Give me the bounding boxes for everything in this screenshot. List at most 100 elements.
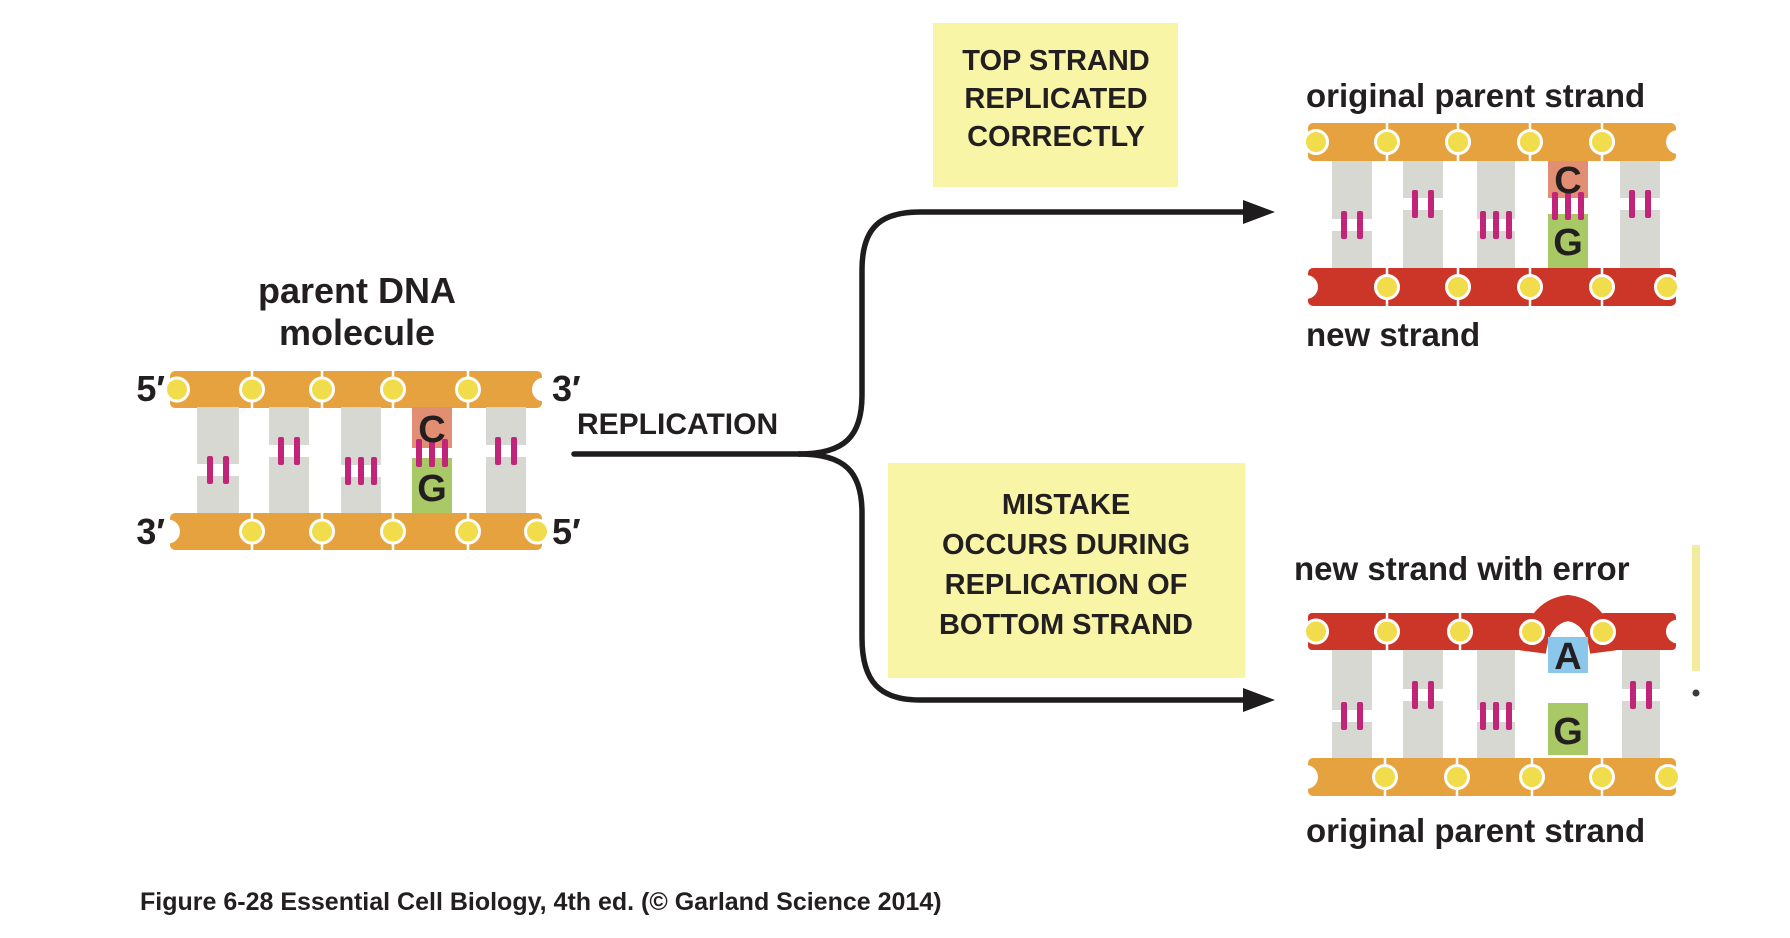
- phosphate-dot: [1589, 274, 1615, 300]
- base-letter-g: G: [1553, 711, 1583, 753]
- base-pair-top: [1332, 650, 1372, 710]
- phosphate-dot: [1374, 274, 1400, 300]
- callout-box: [933, 23, 1178, 187]
- phosphate-dot: [309, 518, 335, 545]
- hydrogen-bonds: [1480, 702, 1512, 730]
- phosphate-dot: [1654, 274, 1680, 300]
- replication-label: REPLICATION: [577, 408, 778, 441]
- callout-line: MISTAKE: [1002, 489, 1130, 521]
- strand-backbone: [1308, 613, 1536, 650]
- callout-line: OCCURS DURING: [942, 529, 1190, 561]
- base-pair-top: [197, 407, 239, 464]
- strand-backbone: [1308, 123, 1676, 161]
- backbone-notch: [532, 377, 556, 402]
- callout-line: CORRECTLY: [967, 121, 1145, 153]
- arrowhead-top: [1243, 200, 1275, 224]
- phosphate-dot: [309, 376, 335, 403]
- phosphate-dot: [1655, 764, 1681, 790]
- base-letter-g: G: [1553, 222, 1583, 264]
- base-letter-c: C: [1554, 160, 1581, 202]
- base-g: [1548, 703, 1588, 755]
- base-c: [1548, 161, 1588, 198]
- callout-line: TOP STRAND: [962, 45, 1149, 77]
- arrow-to-correct-copy: [796, 209, 1249, 457]
- phosphate-dot: [239, 376, 265, 403]
- phosphate-dot: [1444, 764, 1470, 790]
- base-letter-g: G: [417, 468, 447, 510]
- correct-new-strand: [1294, 268, 1680, 306]
- parent-base-pairs: C G: [197, 407, 526, 513]
- base-pair-bottom: [1403, 701, 1443, 758]
- parent-molecule: parent DNA molecule: [136, 270, 580, 552]
- phosphate-dot: [1445, 274, 1471, 300]
- base-pair-bottom: [1403, 210, 1443, 268]
- base-pair-top: [1620, 161, 1660, 198]
- callout-line: REPLICATED: [964, 83, 1147, 115]
- base-pair-top: [1403, 161, 1443, 198]
- cropped-callout-edge: [1692, 545, 1700, 671]
- phosphate-dot: [1447, 618, 1473, 645]
- phosphate-dot: [1590, 619, 1616, 645]
- phosphate-dot: [1303, 129, 1329, 155]
- correct-parent-strand: [1303, 123, 1690, 161]
- phosphate-dot: [1519, 764, 1545, 790]
- phosphate-dot: [164, 376, 190, 403]
- base-pair-bottom: [1332, 722, 1372, 758]
- base-pair-top: [269, 407, 309, 445]
- callout-line: REPLICATION OF: [945, 569, 1188, 601]
- original-parent-strand-label: original parent strand: [1306, 77, 1645, 114]
- base-pair-top: [486, 407, 526, 445]
- callout-line: BOTTOM STRAND: [939, 609, 1193, 641]
- base-pair-bottom: [486, 457, 526, 513]
- base-a-mismatch: [1548, 637, 1588, 673]
- phosphate-dot: [1445, 129, 1471, 155]
- correct-base-pairs: C G: [1332, 160, 1660, 268]
- backbone-notch: [1294, 765, 1318, 789]
- base-pair-top: [1622, 650, 1660, 689]
- base-pair-top: [1332, 161, 1372, 219]
- phosphate-dot: [380, 518, 406, 545]
- phosphate-dot: [455, 518, 481, 545]
- label-3-prime-bottom-left: 3′: [136, 511, 165, 552]
- strand-backbone: [170, 513, 542, 550]
- parent-bottom-strand: [156, 513, 550, 550]
- bottom-callout: MISTAKE OCCURS DURING REPLICATION OF BOT…: [888, 463, 1245, 678]
- hydrogen-bonds: [1480, 211, 1512, 239]
- base-letter-c: C: [418, 409, 445, 451]
- base-g: [412, 458, 452, 513]
- callout-box: [888, 463, 1245, 678]
- base-pair-bottom: [1622, 701, 1660, 758]
- strand-backbone: [1308, 268, 1676, 306]
- base-pair-top: [1477, 650, 1515, 710]
- base-g: [1548, 214, 1588, 268]
- phosphate-dot: [1372, 764, 1398, 790]
- phosphate-dot: [1303, 618, 1329, 645]
- backbone-notch: [1666, 619, 1690, 644]
- original-parent-strand-label: original parent strand: [1306, 812, 1645, 849]
- hydrogen-bonds: [345, 457, 377, 485]
- error-parent-strand: [1294, 758, 1681, 796]
- phosphate-dot: [239, 518, 265, 545]
- label-5-prime-top-left: 5′: [136, 368, 165, 409]
- base-pair-bottom: [197, 476, 239, 513]
- parent-molecule-title-line1: parent DNA: [258, 270, 456, 311]
- new-strand-label: new strand: [1306, 316, 1480, 353]
- figure-caption: Figure 6-28 Essential Cell Biology, 4th …: [140, 888, 942, 916]
- strand-backbone: [170, 371, 542, 408]
- arrowhead-bottom: [1243, 688, 1275, 712]
- arrow-to-error-copy: [796, 451, 1249, 703]
- error-molecule: new strand with error: [1294, 550, 1690, 849]
- backbone-notch: [1666, 130, 1690, 154]
- error-new-strand: [1303, 594, 1690, 655]
- base-pair-top: [341, 407, 381, 465]
- base-pair-top: [1403, 650, 1443, 689]
- phosphate-dot: [1374, 618, 1400, 645]
- base-pair-bottom: [1332, 231, 1372, 268]
- new-strand-with-error-label: new strand with error: [1294, 550, 1630, 587]
- phosphate-dot: [1517, 129, 1543, 155]
- strand-backbone: [1600, 613, 1676, 650]
- phosphate-dot: [1589, 764, 1615, 790]
- replication-split-arrows: REPLICATION: [571, 200, 1275, 712]
